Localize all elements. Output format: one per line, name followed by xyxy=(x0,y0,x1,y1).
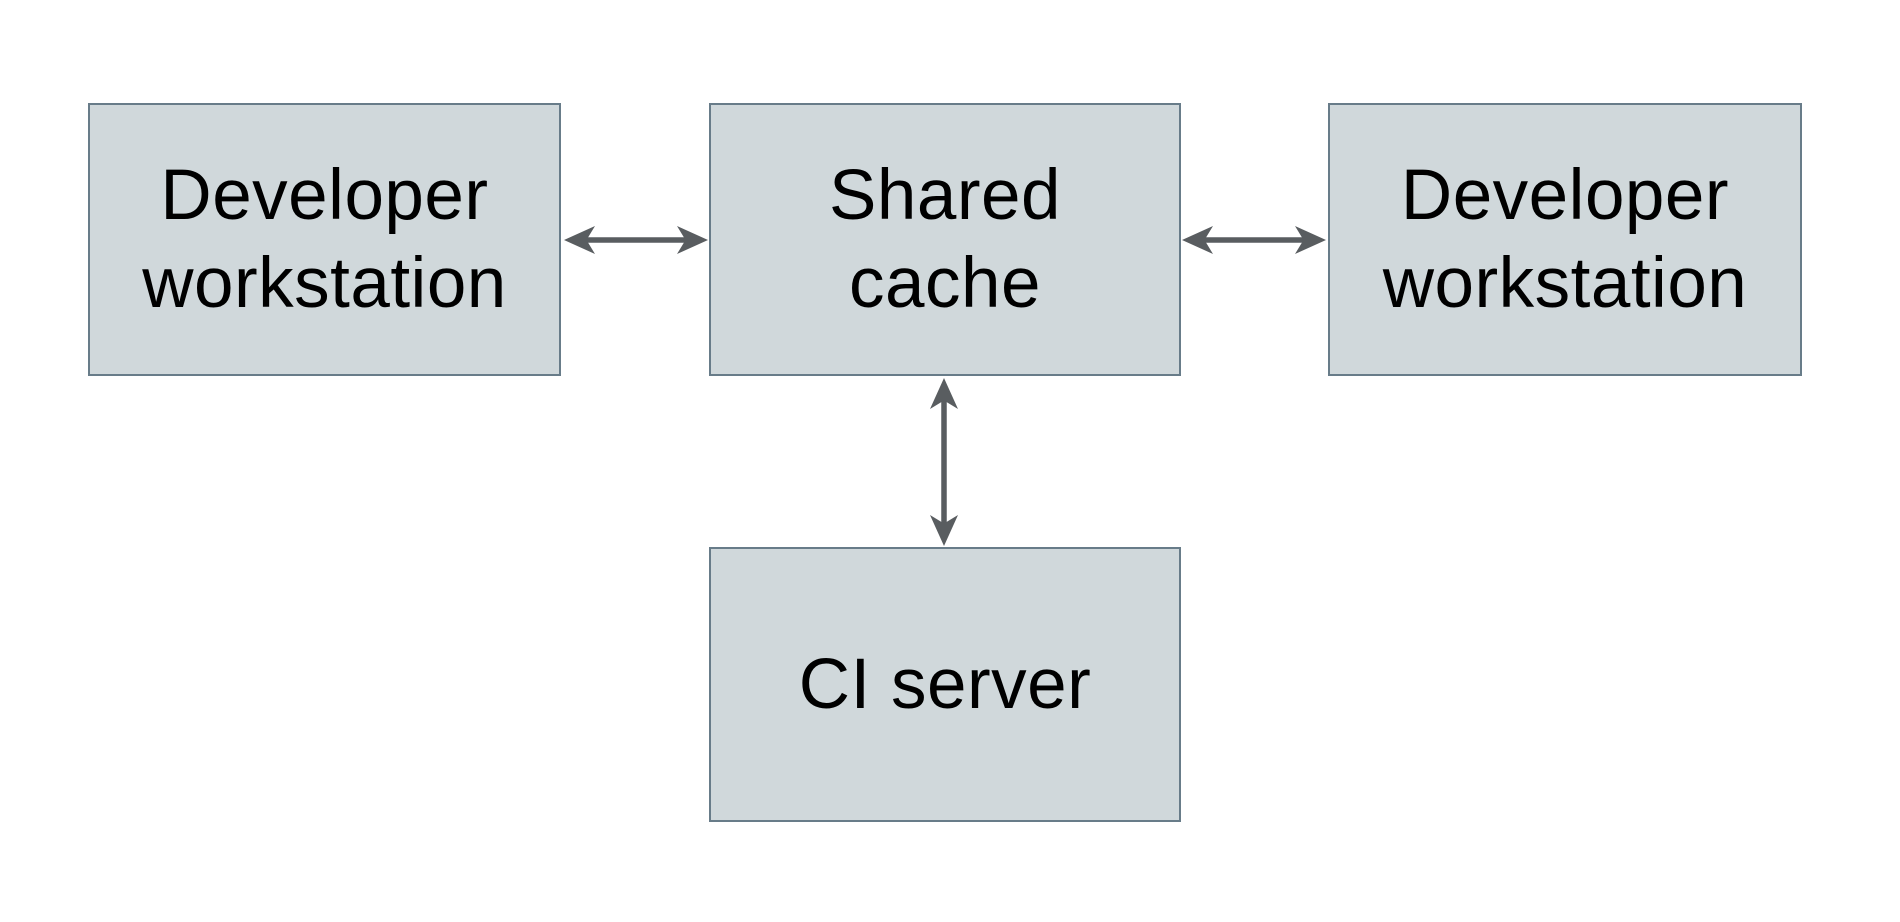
node-label: Developer workstation xyxy=(142,152,507,328)
node-label-line: Developer xyxy=(160,155,489,235)
node-label-line: Shared xyxy=(829,155,1061,235)
node-label-line: cache xyxy=(849,243,1041,323)
node-label-line: CI server xyxy=(798,644,1092,724)
node-label: Developer workstation xyxy=(1383,152,1748,328)
node-label-line: workstation xyxy=(142,243,507,323)
node-label-line: Developer xyxy=(1400,155,1730,235)
node-label-line: workstation xyxy=(1382,243,1748,323)
node-developer-workstation-left: Developer workstation xyxy=(88,103,561,376)
node-label: CI server xyxy=(799,641,1092,729)
bidirectional-arrow-shared-cache-ci-server xyxy=(924,377,964,547)
node-shared-cache: Shared cache xyxy=(709,103,1181,376)
node-ci-server: CI server xyxy=(709,547,1181,822)
bidirectional-arrow-shared-cache-right-workstation xyxy=(1181,220,1327,260)
node-developer-workstation-right: Developer workstation xyxy=(1328,103,1802,376)
bidirectional-arrow-left-workstation-shared-cache xyxy=(563,220,709,260)
node-label: Shared cache xyxy=(829,152,1061,328)
